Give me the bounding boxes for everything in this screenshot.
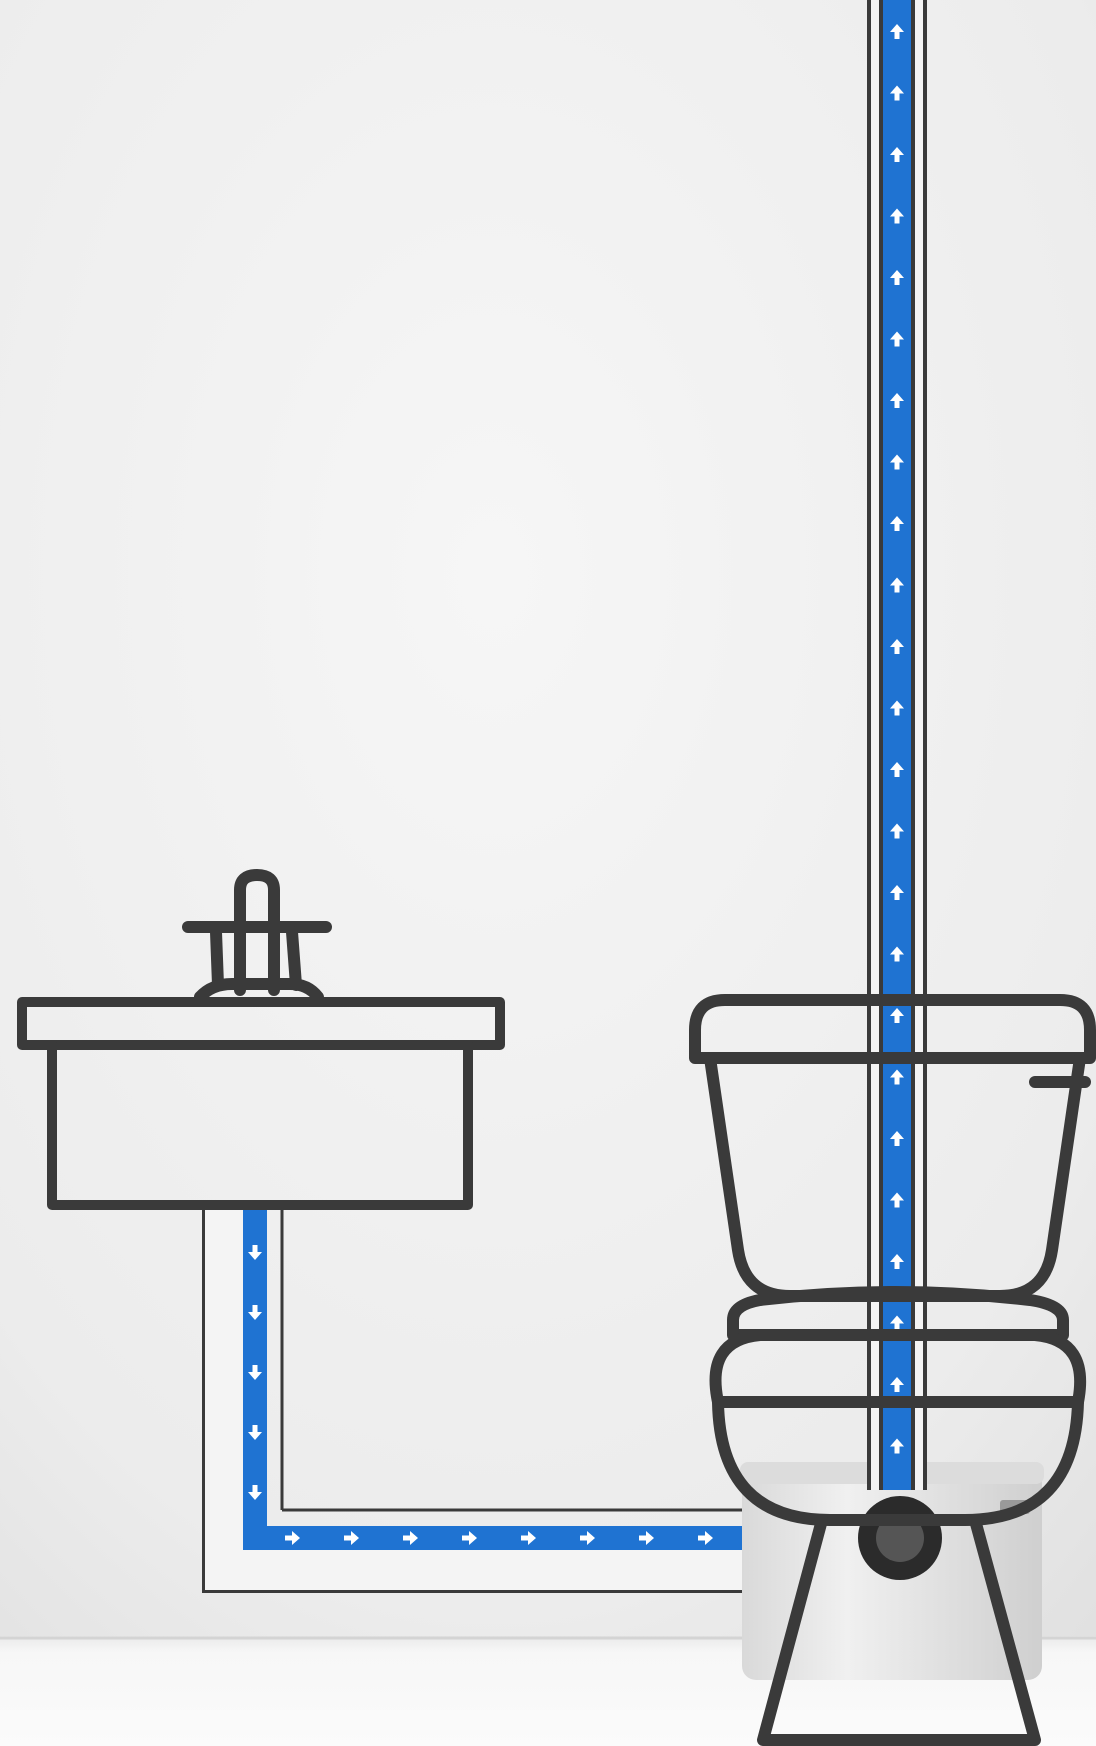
faucet-right-handle: [292, 932, 296, 985]
discharge-riser-pipe: [867, 0, 927, 1490]
wall-background: [0, 0, 1096, 1640]
faucet-left-handle: [216, 932, 218, 985]
